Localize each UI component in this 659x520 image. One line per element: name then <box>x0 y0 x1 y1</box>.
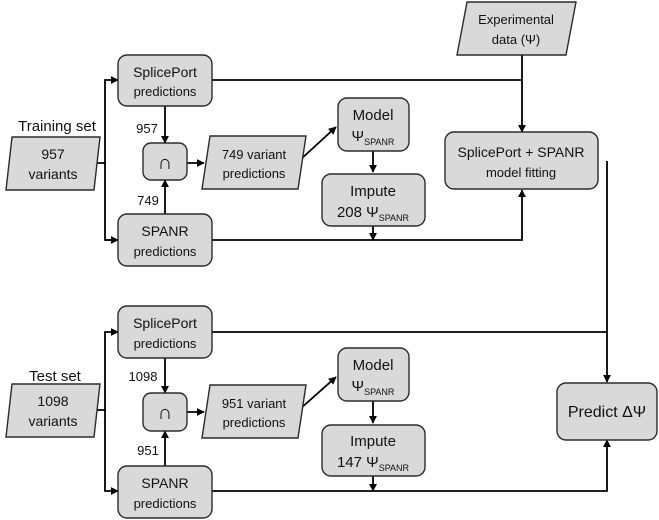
edge-train-spanr-to-fitting <box>212 189 526 241</box>
train-spanr-line1: SPANR <box>141 223 188 239</box>
edge-train-variants-to-spliceport <box>95 76 119 164</box>
test-intersect-node: ∩ <box>142 392 188 432</box>
test-spliceport-line2: predictions <box>134 336 197 351</box>
train-spanr-node: SPANR predictions <box>117 213 213 267</box>
model-fitting-line1: SplicePort + SPANR <box>458 144 585 160</box>
train-impute-node: Impute 208 ΨSPANR <box>321 173 426 227</box>
test-variants-count: 1098 <box>37 393 68 409</box>
test-variants-node: 1098 variants <box>5 383 101 438</box>
training-variants-label: variants <box>28 166 77 182</box>
edge-test-variants-to-spliceport <box>95 328 119 411</box>
train-intersect-symbol: ∩ <box>158 152 172 174</box>
edge-test-spanr-to-predict <box>212 439 611 492</box>
experimental-data-line2: data (Ψ) <box>492 32 540 47</box>
training-set-label: Training set <box>18 118 97 135</box>
train-model-line1: Model <box>353 107 394 124</box>
edge-train-predictions-to-model <box>299 126 337 161</box>
edge-test-predictions-to-model <box>299 376 337 410</box>
train-model-psi: ΨSPANR <box>352 128 395 147</box>
test-impute-node: Impute 147 ΨSPANR <box>321 424 426 477</box>
test-impute-line1: Impute <box>350 433 396 450</box>
test-model-node: Model ΨSPANR <box>337 347 410 402</box>
train-variant-predictions-node: 749 variant predictions <box>201 135 307 190</box>
test-spanr-count-label: 951 <box>137 443 159 458</box>
test-model-line1: Model <box>353 357 394 374</box>
model-fitting-node: SplicePort + SPANR model fitting <box>444 131 599 190</box>
experimental-data-node: Experimental data (Ψ) <box>456 1 577 56</box>
test-spliceport-line1: SplicePort <box>133 315 197 331</box>
train-spliceport-node: SplicePort predictions <box>117 54 213 107</box>
train-impute-value: 208 ΨSPANR <box>337 204 410 223</box>
test-variants-label: variants <box>28 413 77 429</box>
test-variant-predictions-line2: predictions <box>223 415 286 430</box>
train-intersect-node: ∩ <box>142 142 188 181</box>
model-fitting-line2: model fitting <box>486 165 556 180</box>
train-spliceport-line2: predictions <box>134 84 197 99</box>
test-intersect-symbol: ∩ <box>158 402 172 424</box>
predict-label: Predict ΔΨ <box>568 404 646 421</box>
test-spanr-node: SPANR predictions <box>117 465 213 519</box>
edge-train-variants-to-spanr <box>104 163 118 241</box>
test-spanr-line2: predictions <box>134 496 197 511</box>
test-spanr-line1: SPANR <box>141 475 188 491</box>
experimental-data-line1: Experimental <box>478 12 554 27</box>
training-variants-node: 957 variants <box>5 136 101 191</box>
train-spliceport-line1: SplicePort <box>133 64 197 80</box>
edges <box>95 55 611 495</box>
predict-node: Predict ΔΨ <box>556 382 658 441</box>
train-spanr-line2: predictions <box>134 244 197 259</box>
test-impute-value: 147 ΨSPANR <box>337 454 410 473</box>
test-model-psi: ΨSPANR <box>352 378 395 397</box>
train-variant-predictions-line2: predictions <box>223 166 286 181</box>
train-spliceport-count-label: 957 <box>136 121 158 136</box>
test-set-label: Test set <box>29 368 82 385</box>
training-variants-count: 957 <box>41 146 65 162</box>
test-spliceport-count-label: 1098 <box>129 369 158 384</box>
train-model-node: Model ΨSPANR <box>337 97 410 152</box>
train-variant-predictions-line1: 749 variant <box>222 147 287 162</box>
test-variant-predictions-line1: 951 variant <box>222 396 287 411</box>
edge-test-variants-to-spanr <box>104 410 119 495</box>
train-impute-line1: Impute <box>350 183 396 200</box>
test-variant-predictions-node: 951 variant predictions <box>201 384 307 439</box>
train-spanr-count-label: 749 <box>137 193 159 208</box>
test-spliceport-node: SplicePort predictions <box>117 305 213 359</box>
